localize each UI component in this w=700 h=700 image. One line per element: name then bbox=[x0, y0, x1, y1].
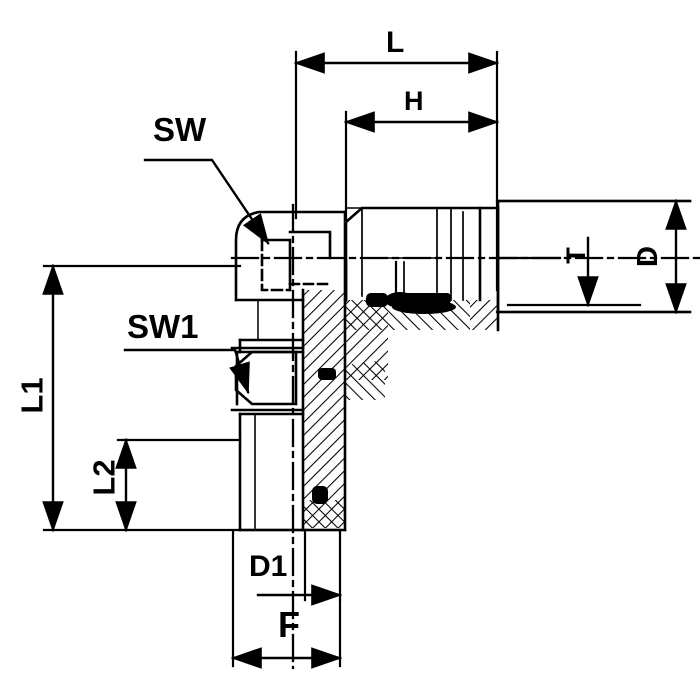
label-F: F bbox=[278, 604, 300, 645]
horizontal-port-outline bbox=[344, 199, 692, 332]
leader-lines bbox=[123, 158, 270, 395]
leader-SW1 bbox=[123, 348, 250, 395]
label-D: D bbox=[631, 246, 664, 267]
label-SW1: SW1 bbox=[127, 308, 199, 345]
label-SW: SW bbox=[153, 111, 207, 148]
seal-elements bbox=[312, 292, 456, 504]
label-T: T bbox=[560, 247, 591, 264]
label-D1: D1 bbox=[249, 550, 288, 583]
label-L2: L2 bbox=[86, 459, 122, 496]
label-H: H bbox=[404, 86, 424, 116]
centerlines bbox=[230, 203, 700, 670]
sectioned-body-hatch bbox=[303, 290, 498, 528]
label-L: L bbox=[386, 26, 405, 59]
construction-lines bbox=[257, 207, 481, 405]
dimension-lines bbox=[42, 52, 687, 669]
label-L1: L1 bbox=[14, 377, 50, 414]
leader-SW bbox=[143, 158, 270, 245]
